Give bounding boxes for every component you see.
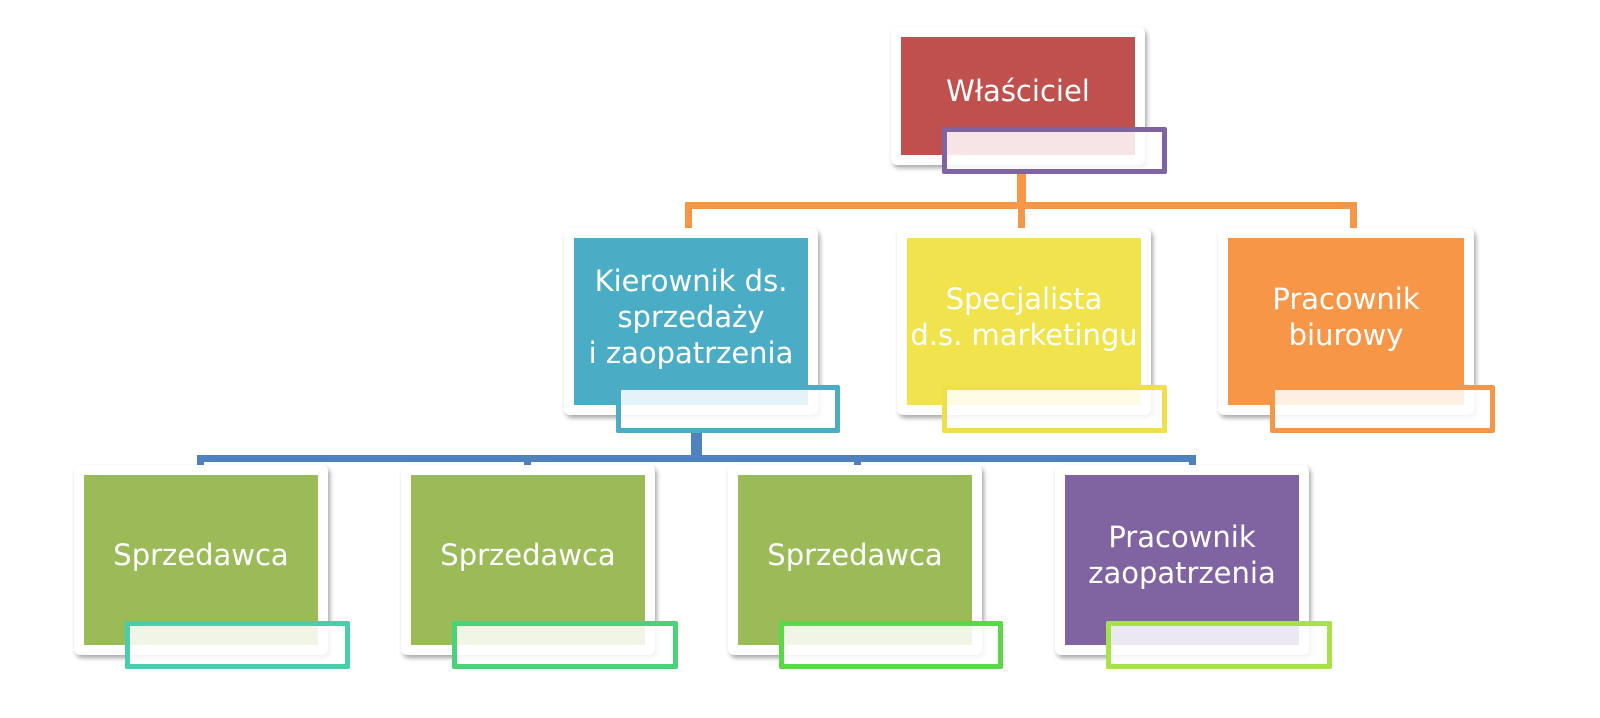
node-marketing[interactable]: Specjalista d.s. marketingu (897, 228, 1151, 415)
connector-level3-bar (197, 455, 1196, 462)
node-seller-1-name-field[interactable] (125, 621, 350, 669)
connector-to-office (1350, 202, 1357, 230)
node-office-label: Pracownik biurowy (1228, 238, 1464, 405)
node-seller-1-label: Sprzedawca (84, 475, 318, 645)
connector-owner-down (1017, 172, 1026, 206)
node-marketing-label: Specjalista d.s. marketingu (907, 238, 1141, 405)
node-sales-manager-name-field[interactable] (616, 385, 840, 433)
connector-manager-down (691, 430, 702, 460)
node-office[interactable]: Pracownik biurowy (1218, 228, 1474, 415)
node-supply[interactable]: Pracownik zaopatrzenia (1055, 465, 1309, 655)
node-owner[interactable]: Właściciel (891, 27, 1145, 165)
node-sales-manager-label: Kierownik ds. sprzedaży i zaopatrzenia (574, 238, 808, 405)
connector-to-seller1 (197, 455, 204, 467)
node-sales-manager[interactable]: Kierownik ds. sprzedaży i zaopatrzenia (564, 228, 818, 415)
node-marketing-name-field[interactable] (942, 385, 1167, 433)
node-seller-3-name-field[interactable] (779, 621, 1003, 669)
node-office-name-field[interactable] (1270, 385, 1495, 433)
connector-to-sales-manager (685, 202, 692, 230)
connector-to-seller3 (854, 455, 861, 467)
node-supply-label: Pracownik zaopatrzenia (1065, 475, 1299, 645)
node-seller-2-name-field[interactable] (452, 621, 678, 669)
connector-to-seller2 (524, 455, 531, 467)
node-owner-name-field[interactable] (942, 127, 1167, 174)
node-seller-3-label: Sprzedawca (738, 475, 972, 645)
connector-to-marketing (1018, 202, 1025, 230)
connector-to-supply (1189, 455, 1196, 467)
node-supply-name-field[interactable] (1106, 621, 1332, 669)
node-seller-2-label: Sprzedawca (411, 475, 645, 645)
